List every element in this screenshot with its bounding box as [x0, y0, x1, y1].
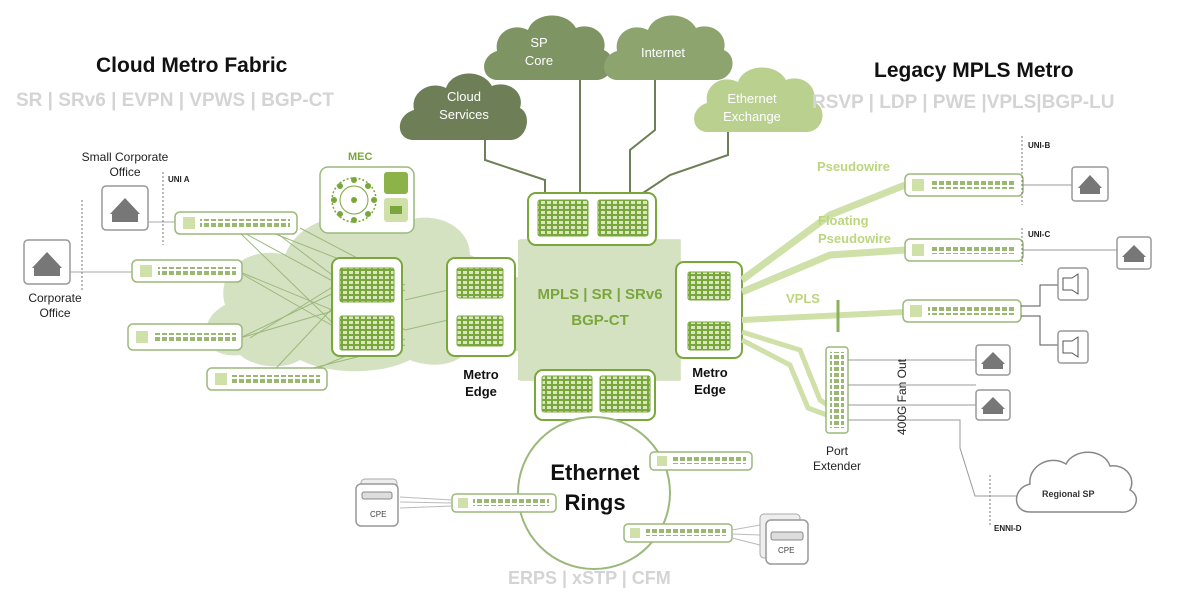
small-office-icon — [101, 185, 149, 231]
uni-c-label: UNI-C — [1028, 230, 1051, 239]
core-label-line2: BGP-CT — [571, 312, 629, 329]
metro-edge-left-node — [446, 257, 516, 357]
floating-pseudowire-label: Floating Pseudowire — [818, 213, 891, 246]
right-protocols: RSVP | LDP | PWE |VPLS|BGP-LU — [812, 92, 1115, 113]
uni-a-label: UNI A — [168, 175, 190, 184]
mec-label: MEC — [348, 151, 373, 163]
core-node-bottom — [534, 369, 656, 421]
cloud-services-label: Cloud Services — [439, 89, 489, 122]
left-protocols: SR | SRv6 | EVPN | VPWS | BGP-CT — [16, 90, 334, 111]
rings-protocols: ERPS | xSTP | CFM — [508, 568, 671, 588]
ethernet-exchange-cloud — [694, 67, 823, 132]
fan-out-links — [848, 359, 1020, 497]
cloud-services-cloud — [399, 73, 527, 140]
metro-edge-right-node — [675, 261, 743, 359]
metro-edge-left-label: Metro Edge — [463, 367, 499, 399]
cpe-links — [399, 496, 761, 546]
left-title: Cloud Metro Fabric — [96, 54, 288, 77]
internet-label: Internet — [640, 45, 686, 60]
right-title: Legacy MPLS Metro — [874, 59, 1074, 82]
vpls-splitters — [1021, 267, 1089, 364]
ethernet-rings-label: Ethernet Rings — [550, 460, 640, 515]
enni-d-label: ENNI-D — [994, 524, 1022, 533]
cloud-uplinks — [484, 80, 729, 196]
internet-cloud — [604, 15, 733, 80]
port-extender-label: Port Extender — [812, 444, 862, 473]
corporate-office-label: Corporate Office — [28, 291, 82, 320]
uni-c-building-icon — [1023, 236, 1152, 270]
pseudowire-label: Pseudowire — [817, 159, 890, 174]
sp-core-cloud — [484, 15, 613, 80]
cpe-left-label: CPE — [370, 510, 387, 519]
metro-edge-right-label: Metro Edge — [692, 365, 728, 397]
regional-sp-label: Regional SP — [1042, 489, 1095, 499]
mec-box — [319, 166, 415, 234]
regional-sp-cloud — [1015, 451, 1138, 513]
cpe-right-icon — [759, 513, 809, 565]
ring-switches — [451, 451, 753, 543]
legacy-switches — [902, 173, 1024, 323]
uni-b-label: UNI-B — [1028, 141, 1051, 150]
uni-b-building-icon — [1023, 166, 1109, 202]
fabric-spine-node — [331, 257, 403, 357]
core-label-line1: MPLS | SR | SRv6 — [537, 286, 663, 303]
ethernet-exchange-label: Ethernet Exchange — [723, 91, 781, 124]
core-node-top — [527, 192, 657, 246]
port-extender — [825, 346, 849, 434]
center-core-cross — [479, 239, 721, 381]
sp-core-label: SP Core — [524, 35, 554, 68]
fan-out-label: 400G Fan Out — [895, 358, 909, 436]
cpe-left-icon — [355, 478, 399, 527]
vpls-label: VPLS — [786, 291, 820, 306]
fan-out-buildings — [975, 344, 1011, 421]
small-office-label: Small Corporate Office — [81, 150, 169, 179]
left-access-switches — [127, 211, 328, 391]
cpe-right-label: CPE — [778, 546, 795, 555]
corporate-office-icon — [23, 239, 71, 285]
